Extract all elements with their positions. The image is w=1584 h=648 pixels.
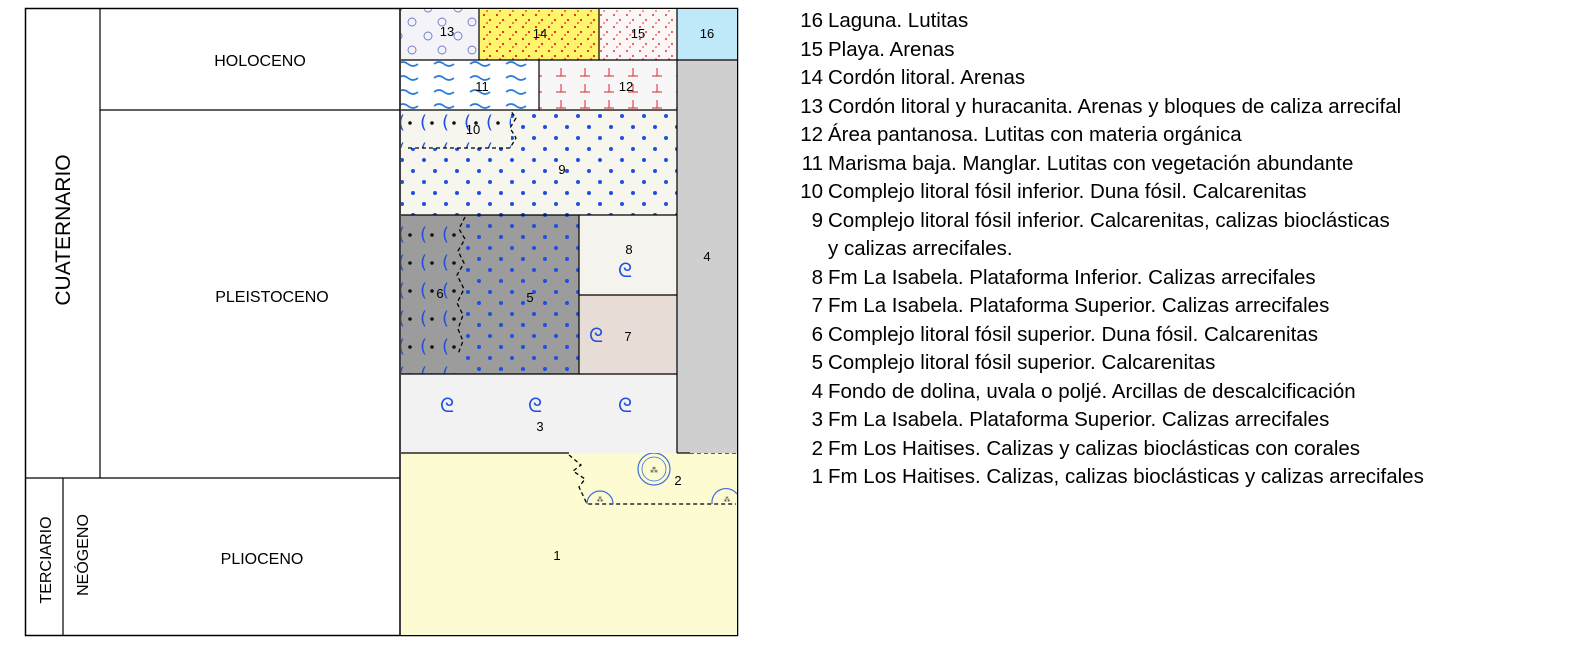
legend-text: Fondo de dolina, uvala o poljé. Arcillas…	[828, 379, 1356, 403]
legend-text: y calizas arrecifales.	[828, 237, 1013, 260]
coral-colony-icon: ⁂	[711, 487, 738, 505]
spiral-fossil-icon: ᘓ	[589, 323, 603, 347]
legend-text: Playa. Arenas	[828, 37, 955, 61]
legend-number: 3	[811, 408, 823, 431]
legend-text: Área pantanosa. Lutitas con materia orgá…	[828, 123, 1242, 146]
pleistoceno-label: PLEISTOCENO	[215, 289, 329, 306]
unit-8	[579, 215, 677, 295]
legend-number: 6	[811, 322, 823, 346]
holoceno-label: HOLOCENO	[214, 53, 306, 70]
legend-number: 2	[811, 436, 823, 460]
legend-number: 12	[800, 123, 823, 146]
unit-label-13: 13	[440, 24, 454, 39]
unit-4	[677, 60, 737, 453]
legend-text: Fm La Isabela. Plataforma Superior. Cali…	[828, 294, 1330, 317]
legend-text: Laguna. Lutitas	[828, 9, 969, 32]
legend-text: Complejo litoral fósil inferior. Duna fó…	[828, 180, 1307, 203]
neogeno-label: NEÓGENO	[73, 514, 92, 596]
unit-label-11: 11	[475, 79, 489, 94]
unit-3	[401, 374, 677, 453]
unit-label-3: 3	[536, 419, 543, 434]
legend-number: 9	[811, 208, 823, 232]
spiral-fossil-icon: ᘓ	[528, 393, 542, 417]
cuaternario-label: CUATERNARIO	[52, 154, 75, 305]
legend-number: 11	[801, 151, 823, 175]
coral-colony-icon: ⁂	[586, 490, 614, 505]
unit-label-8: 8	[625, 242, 632, 257]
legend-number: 14	[800, 66, 823, 89]
svg-text:⁂: ⁂	[597, 496, 604, 504]
unit-label-4: 4	[703, 249, 710, 264]
legend-text: Fm Los Haitises. Calizas y calizas biocl…	[828, 436, 1361, 460]
legend-text: Cordón litoral y huracanita. Arenas y bl…	[828, 94, 1402, 118]
legend-number: 1	[811, 465, 823, 488]
legend-text: Fm La Isabela. Plataforma Superior. Cali…	[828, 408, 1330, 431]
unit-label-10: 10	[466, 122, 480, 137]
legend-number: 5	[811, 351, 823, 374]
legend-number: 4	[811, 379, 823, 403]
legend-item: y calizas arrecifales.	[790, 235, 1424, 264]
legend-text: Fm La Isabela. Plataforma Inferior. Cali…	[828, 265, 1316, 289]
unit-7	[579, 295, 677, 374]
unit-label-5: 5	[526, 290, 533, 305]
legend-text: Complejo litoral fósil superior. Duna fó…	[828, 322, 1318, 346]
legend-number: 8	[811, 265, 823, 289]
legend-text: Fm Los Haitises. Calizas, calizas bioclá…	[828, 465, 1424, 488]
unit-16	[677, 9, 737, 60]
unit-label-1: 1	[553, 548, 560, 563]
legend-text: Complejo litoral fósil superior. Calcare…	[828, 351, 1216, 374]
legend-number: 15	[800, 37, 823, 61]
svg-text:⁂: ⁂	[724, 496, 731, 504]
spiral-fossil-icon: ᘓ	[440, 393, 454, 417]
terciario-label: TERCIARIO	[38, 516, 55, 603]
plioceno-label: PLIOCENO	[221, 551, 304, 568]
stratigraphic-column: ( CUATERNARIO TERCIARIO NEÓGENO HOLOCENO…	[24, 7, 739, 637]
legend-text: Complejo litoral fósil inferior. Calcare…	[828, 208, 1390, 232]
unit-label-12: 12	[619, 79, 633, 94]
spiral-fossil-icon: ᘓ	[618, 393, 632, 417]
unit-label-14: 14	[533, 26, 547, 41]
legend-text: Marisma baja. Manglar. Lutitas con veget…	[828, 151, 1354, 175]
unit-6	[401, 215, 461, 374]
svg-text:⁂: ⁂	[650, 465, 658, 475]
legend-number: 13	[800, 94, 823, 118]
unit-label-7: 7	[624, 329, 631, 344]
legend-text: Cordón litoral. Arenas	[828, 66, 1026, 89]
unit-label-15: 15	[631, 26, 645, 41]
unit-label-9: 9	[558, 162, 565, 177]
legend-number: 16	[800, 9, 823, 32]
legend-number: 10	[800, 180, 823, 203]
unit-2	[569, 453, 737, 504]
unit-label-6: 6	[436, 286, 443, 301]
legend-number: 7	[811, 294, 823, 317]
unit-label-16: 16	[700, 26, 714, 41]
spiral-fossil-icon: ᘓ	[618, 258, 632, 282]
unit-label-2: 2	[674, 473, 681, 488]
